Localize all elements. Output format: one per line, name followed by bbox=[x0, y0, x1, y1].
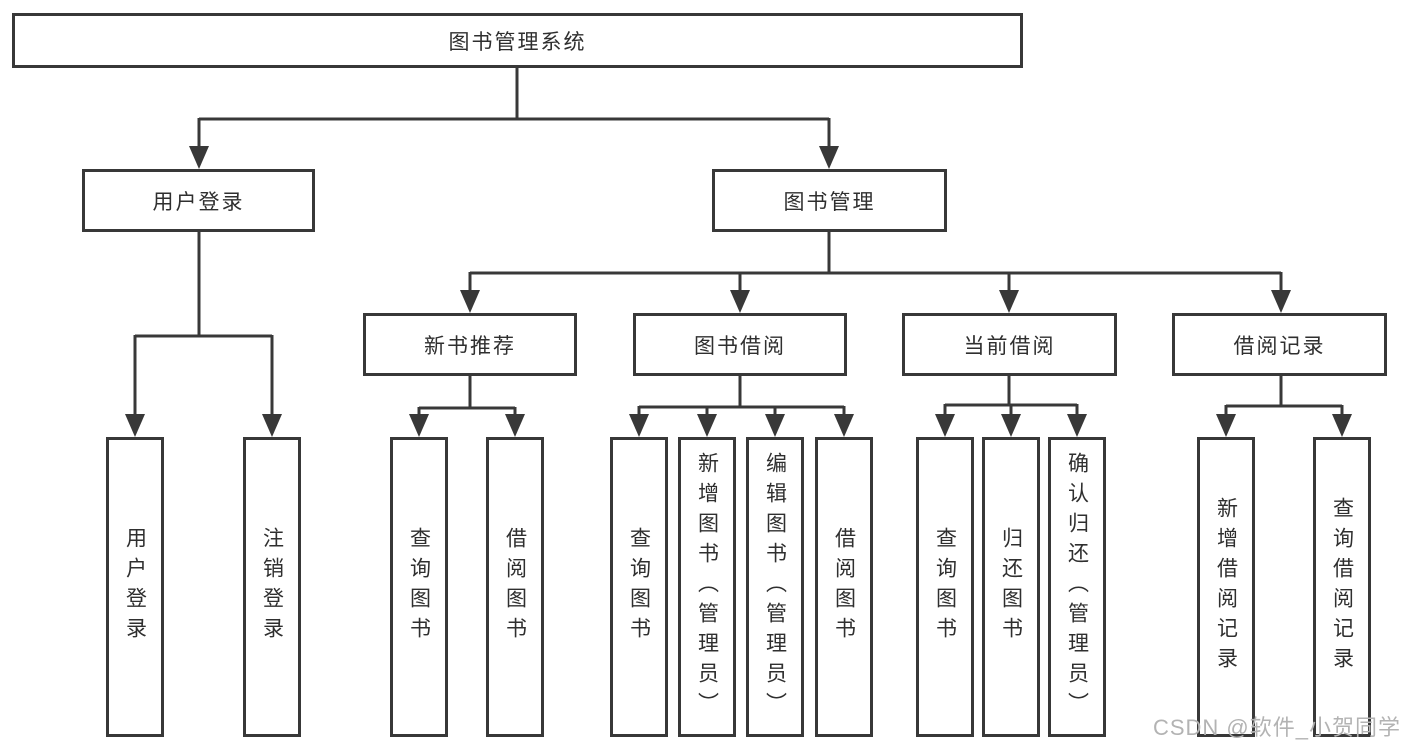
node-leaf-user-login: 用户登录 bbox=[106, 437, 164, 737]
arrowhead-icon bbox=[505, 414, 525, 437]
arrowhead-icon bbox=[409, 414, 429, 437]
node-leaf-record-add: 新增借阅记录 bbox=[1197, 437, 1255, 737]
node-borrow-records: 借阅记录 bbox=[1172, 313, 1387, 376]
node-leaf-borrow-add: 新增图书（管理员） bbox=[678, 437, 736, 737]
arrowhead-icon bbox=[935, 414, 955, 437]
node-book-management: 图书管理 bbox=[712, 169, 947, 232]
node-user-login: 用户登录 bbox=[82, 169, 315, 232]
node-leaf-borrow-borrow: 借阅图书 bbox=[815, 437, 873, 737]
csdn-watermark: CSDN @软件_小贺同学 bbox=[1152, 715, 1401, 740]
arrowhead-icon bbox=[629, 414, 649, 437]
node-leaf-current-query-label: 查询图书 bbox=[933, 527, 957, 647]
node-leaf-record-query: 查询借阅记录 bbox=[1313, 437, 1371, 737]
node-new-book-recommend: 新书推荐 bbox=[363, 313, 577, 376]
arrowhead-layer bbox=[125, 146, 1352, 437]
connector-current-to-children bbox=[943, 376, 1079, 419]
arrowhead-icon bbox=[834, 414, 854, 437]
node-leaf-user-login-label: 用户登录 bbox=[123, 527, 147, 647]
node-leaf-borrow-edit: 编辑图书（管理员） bbox=[746, 437, 804, 737]
node-book-borrowing-label: 图书借阅 bbox=[694, 334, 786, 358]
node-current-borrowing-label: 当前借阅 bbox=[963, 334, 1056, 358]
node-root: 图书管理系统 bbox=[12, 13, 1023, 68]
arrowhead-icon bbox=[819, 146, 839, 169]
connector-userlogin-to-children bbox=[133, 232, 274, 418]
connector-record-to-children bbox=[1224, 376, 1344, 419]
arrowhead-icon bbox=[460, 290, 480, 313]
node-book-borrowing: 图书借阅 bbox=[633, 313, 847, 376]
node-leaf-record-add-label: 新增借阅记录 bbox=[1214, 497, 1238, 677]
node-leaf-current-query: 查询图书 bbox=[916, 437, 974, 737]
arrowhead-icon bbox=[1332, 414, 1352, 437]
arrowhead-icon bbox=[1067, 414, 1087, 437]
arrowhead-icon bbox=[125, 414, 145, 437]
node-leaf-borrow-borrow-label: 借阅图书 bbox=[832, 527, 856, 647]
connector-bookmgmt-to-groups bbox=[468, 232, 1283, 294]
node-leaf-current-return: 归还图书 bbox=[982, 437, 1040, 737]
node-leaf-current-return-label: 归还图书 bbox=[999, 527, 1023, 647]
node-user-login-label: 用户登录 bbox=[152, 190, 245, 214]
node-leaf-current-confirm-label: 确认归还（管理员） bbox=[1065, 452, 1089, 722]
arrowhead-icon bbox=[1271, 290, 1291, 313]
node-borrow-records-label: 借阅记录 bbox=[1233, 334, 1326, 358]
arrowhead-icon bbox=[262, 414, 282, 437]
connector-borrow-to-children bbox=[637, 376, 846, 419]
arrowhead-icon bbox=[1001, 414, 1021, 437]
node-book-management-label: 图书管理 bbox=[783, 190, 876, 214]
node-leaf-logout: 注销登录 bbox=[243, 437, 301, 737]
node-leaf-newbook-query-label: 查询图书 bbox=[407, 527, 431, 647]
arrowhead-icon bbox=[1216, 414, 1236, 437]
node-leaf-borrow-query: 查询图书 bbox=[610, 437, 668, 737]
arrowhead-icon bbox=[765, 414, 785, 437]
node-leaf-current-confirm: 确认归还（管理员） bbox=[1048, 437, 1106, 737]
node-leaf-borrow-edit-label: 编辑图书（管理员） bbox=[763, 452, 787, 722]
node-leaf-newbook-query: 查询图书 bbox=[390, 437, 448, 737]
node-leaf-borrow-query-label: 查询图书 bbox=[627, 527, 651, 647]
node-current-borrowing: 当前借阅 bbox=[902, 313, 1117, 376]
node-leaf-record-query-label: 查询借阅记录 bbox=[1330, 497, 1354, 677]
connector-root-to-level2 bbox=[197, 68, 831, 150]
node-leaf-newbook-borrow: 借阅图书 bbox=[486, 437, 544, 737]
node-leaf-newbook-borrow-label: 借阅图书 bbox=[503, 527, 527, 647]
node-new-book-recommend-label: 新书推荐 bbox=[424, 334, 516, 358]
arrowhead-icon bbox=[697, 414, 717, 437]
arrowhead-icon bbox=[999, 290, 1019, 313]
node-root-label: 图书管理系统 bbox=[448, 30, 587, 54]
node-leaf-borrow-add-label: 新增图书（管理员） bbox=[695, 452, 719, 722]
arrowhead-icon bbox=[189, 146, 209, 169]
node-leaf-logout-label: 注销登录 bbox=[260, 527, 284, 647]
arrowhead-icon bbox=[730, 290, 750, 313]
connector-newbook-to-children bbox=[417, 376, 517, 419]
